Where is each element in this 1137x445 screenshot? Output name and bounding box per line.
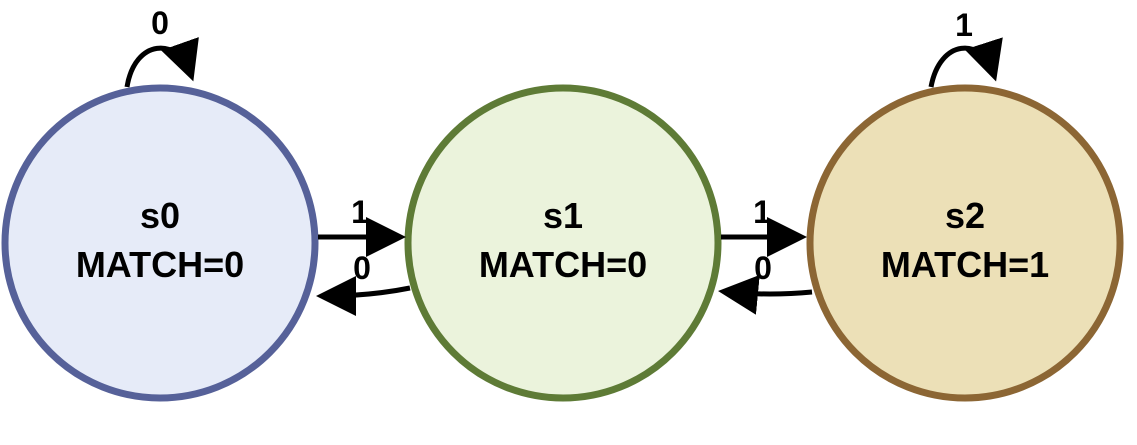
transition-s1-s2: 1 [721,194,807,257]
transition-s0-s1: 1 [318,194,406,257]
self-loop-s2-label: 1 [955,7,973,43]
state-s2-name: s2 [945,195,985,236]
self-loop-s0-arrow [124,37,199,88]
state-s1-circle [404,84,722,402]
self-loop-s0-label: 0 [151,5,169,41]
state-s2: s2 MATCH=1 [806,84,1124,402]
state-s0-output: MATCH=0 [76,244,244,285]
transition-s2-s2: 1 [928,7,1003,88]
state-s1: s1 MATCH=0 [404,84,722,402]
state-s1-output: MATCH=0 [479,244,647,285]
transition-s2-s1: 0 [718,250,813,315]
state-s2-output: MATCH=1 [881,244,1049,285]
transition-s1-s0: 0 [316,250,411,316]
state-s0-circle [1,84,319,402]
transition-s0-s0: 0 [124,5,199,88]
state-s2-circle [806,84,1124,402]
self-loop-s2-arrow [928,37,1003,88]
arrow-s1-to-s0 [316,275,411,316]
label-s0-to-s1: 1 [351,194,369,230]
state-s0-name: s0 [140,195,180,236]
state-s0: s0 MATCH=0 [1,84,319,402]
label-s2-to-s1: 0 [754,250,772,286]
state-s1-name: s1 [543,195,583,236]
label-s1-to-s0: 0 [353,250,371,286]
arrow-s2-to-s1 [718,274,813,315]
label-s1-to-s2: 1 [753,194,771,230]
